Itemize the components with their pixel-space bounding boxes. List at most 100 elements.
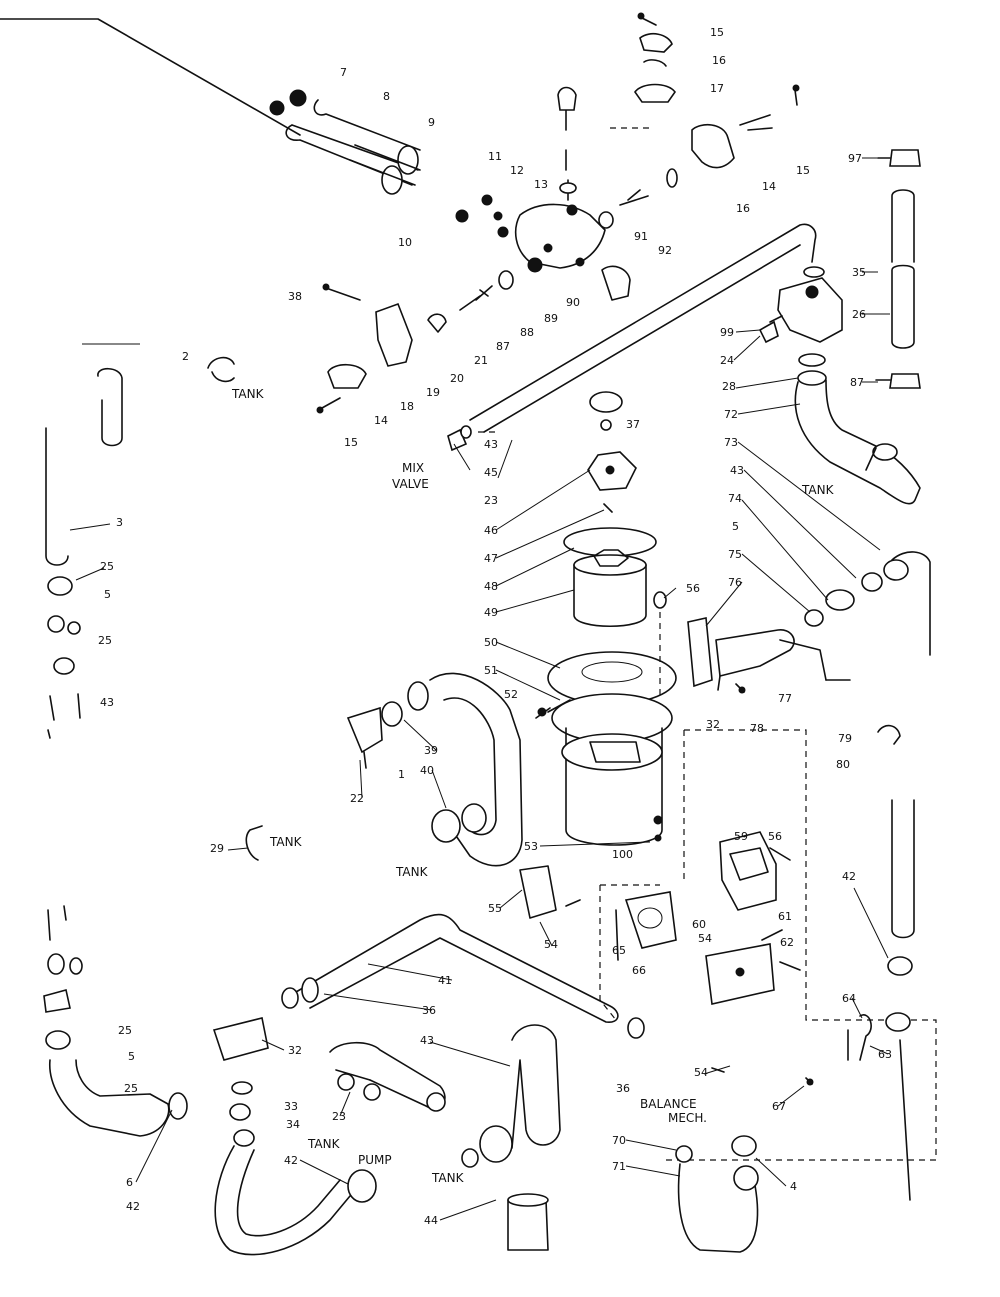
corner-rule xyxy=(0,18,301,136)
callout: 56 xyxy=(768,830,782,843)
callout: 5 xyxy=(104,588,111,601)
callout: 35 xyxy=(852,266,866,279)
left-middle-hoses xyxy=(245,672,523,867)
callout: 47 xyxy=(484,552,498,565)
callout: 97 xyxy=(848,152,862,165)
callout: 45 xyxy=(484,466,498,479)
knob-37 xyxy=(589,391,623,413)
callout: 37 xyxy=(626,418,640,431)
callout: 42 xyxy=(842,870,856,883)
label-tank: TANK xyxy=(801,483,835,497)
callout: 62 xyxy=(780,936,794,949)
callout: 64 xyxy=(842,992,856,1005)
callout: 5 xyxy=(732,520,739,533)
label-balance-mech: BALANCE xyxy=(640,1097,697,1111)
callout: 25 xyxy=(100,560,114,573)
callout: 48 xyxy=(484,580,498,593)
callout: 66 xyxy=(632,964,646,977)
callout: 72 xyxy=(724,408,738,421)
callout: 90 xyxy=(566,296,580,309)
long-hose xyxy=(469,223,817,433)
label-tank: TANK xyxy=(395,865,429,879)
leader-lines xyxy=(69,157,890,1221)
callout: 32 xyxy=(288,1044,302,1057)
callout: 3 xyxy=(116,516,123,529)
callout: 23 xyxy=(332,1110,346,1123)
callout: 92 xyxy=(658,244,672,257)
callout: 54 xyxy=(698,932,712,945)
balance-enclosure xyxy=(519,729,937,1161)
callout: 28 xyxy=(722,380,736,393)
callout: 43 xyxy=(100,696,114,709)
callout: 46 xyxy=(484,524,498,537)
lower-pipework xyxy=(212,913,759,1256)
cap-7 xyxy=(289,89,307,107)
callout: 33 xyxy=(284,1100,298,1113)
callout: 53 xyxy=(524,840,538,853)
callout: 87 xyxy=(496,340,510,353)
callout: 77 xyxy=(778,692,792,705)
callout: 78 xyxy=(750,722,764,735)
callout: 25 xyxy=(124,1082,138,1095)
callout: 50 xyxy=(484,636,498,649)
callout: 43 xyxy=(484,438,498,451)
callout: 16 xyxy=(736,202,750,215)
callout: 91 xyxy=(634,230,648,243)
callout: 65 xyxy=(612,944,626,957)
callout: 15 xyxy=(710,26,724,39)
callout: 40 xyxy=(420,764,434,777)
callout: 67 xyxy=(772,1100,786,1113)
word-labels: TANK MIX VALVE TANK TANK TANK TANK PUMP … xyxy=(231,387,835,1185)
callout: 4 xyxy=(790,1180,797,1193)
callout: 60 xyxy=(692,918,706,931)
callout: 61 xyxy=(778,910,792,923)
centre-stack xyxy=(535,391,677,846)
label-tank: TANK xyxy=(231,387,265,401)
label-tank: TANK xyxy=(431,1171,465,1185)
callout: 70 xyxy=(612,1134,626,1147)
callout: 8 xyxy=(383,90,390,103)
label-pump: PUMP xyxy=(358,1153,392,1167)
callout: 100 xyxy=(612,848,633,861)
callout: 36 xyxy=(422,1004,436,1017)
callout: 7 xyxy=(340,66,347,79)
callout: 56 xyxy=(686,582,700,595)
callout: 76 xyxy=(728,576,742,589)
callout: 41 xyxy=(438,974,452,987)
right-mid-assembly xyxy=(687,551,931,694)
callout: 43 xyxy=(730,464,744,477)
callout: 18 xyxy=(400,400,414,413)
right-lower-hoses xyxy=(877,724,915,1201)
vertical-hose-26 xyxy=(875,149,921,389)
callout: 36 xyxy=(616,1082,630,1095)
callout: 11 xyxy=(488,150,502,163)
callout: 39 xyxy=(424,744,438,757)
callout: 71 xyxy=(612,1160,626,1173)
label-tank: TANK xyxy=(307,1137,341,1151)
callout: 80 xyxy=(836,758,850,771)
callout: 51 xyxy=(484,664,498,677)
housing-90 xyxy=(777,277,843,343)
callout: 42 xyxy=(284,1154,298,1167)
callout: 89 xyxy=(544,312,558,325)
label-balance-mech: MECH. xyxy=(668,1111,707,1125)
callout: 49 xyxy=(484,606,498,619)
callout: 19 xyxy=(426,386,440,399)
callout: 16 xyxy=(712,54,726,67)
knob-8 xyxy=(557,86,577,111)
callout: 21 xyxy=(474,354,488,367)
callout: 32 xyxy=(706,718,720,731)
callout: 20 xyxy=(450,372,464,385)
callout: 14 xyxy=(762,180,776,193)
left-side-parts xyxy=(43,343,188,1137)
callout: 54 xyxy=(694,1066,708,1079)
callout: 55 xyxy=(488,902,502,915)
callout: 22 xyxy=(350,792,364,805)
callout: 87 xyxy=(850,376,864,389)
label-tank: TANK xyxy=(269,835,303,849)
callout: 29 xyxy=(210,842,224,855)
callout: 24 xyxy=(720,354,734,367)
callout: 38 xyxy=(288,290,302,303)
callout: 5 xyxy=(128,1050,135,1063)
